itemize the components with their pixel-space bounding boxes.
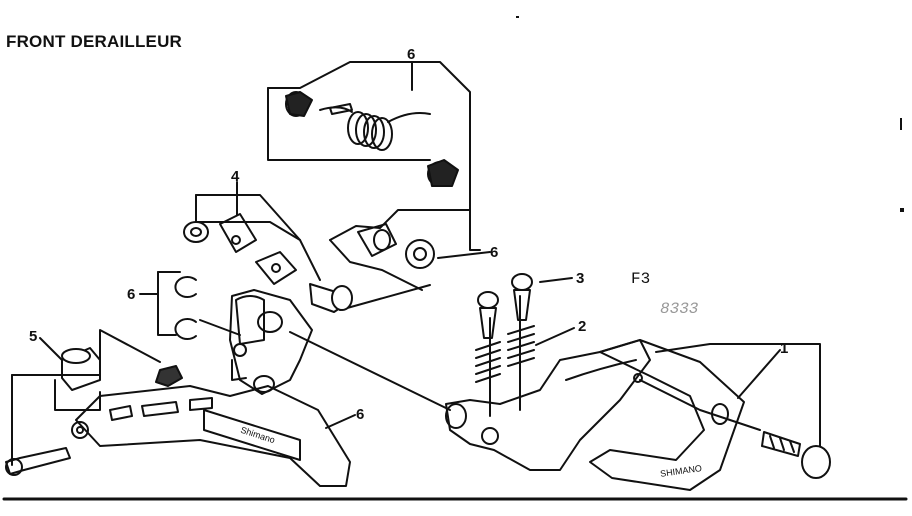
clamp-outer xyxy=(589,339,745,491)
figure-code: F3 xyxy=(631,270,651,288)
bracket-group-4 xyxy=(195,181,321,281)
callout-5: 5 xyxy=(29,328,38,345)
callout-3: 3 xyxy=(576,270,585,287)
bushing xyxy=(61,347,183,391)
return-spring xyxy=(285,91,459,187)
diagram-title: FRONT DERAILLEUR xyxy=(6,32,183,51)
chain-cage xyxy=(75,385,351,487)
derailleur-body xyxy=(229,289,313,395)
bracket-clamp-1 xyxy=(639,343,821,449)
bracket-snap-rings-6 xyxy=(139,271,241,336)
bracket-pivot-6 xyxy=(329,209,481,311)
faint-code: 8333 xyxy=(660,300,699,318)
callout-1: 1 xyxy=(780,340,789,357)
adjust-screws xyxy=(475,273,535,383)
callout-2: 2 xyxy=(578,318,587,335)
pivot-hardware xyxy=(183,213,435,313)
snap-rings xyxy=(174,276,197,340)
spring-group-bracket xyxy=(267,61,471,241)
callout-4: 4 xyxy=(231,168,240,185)
callout-6-bottom: 6 xyxy=(356,406,365,423)
callout-6-right: 6 xyxy=(490,244,499,261)
clamp-bolt xyxy=(761,431,831,479)
cage-screw xyxy=(5,421,89,476)
bracket-group-5 xyxy=(11,329,161,466)
callout-6-left: 6 xyxy=(127,286,136,303)
callout-6-spring: 6 xyxy=(407,46,416,63)
